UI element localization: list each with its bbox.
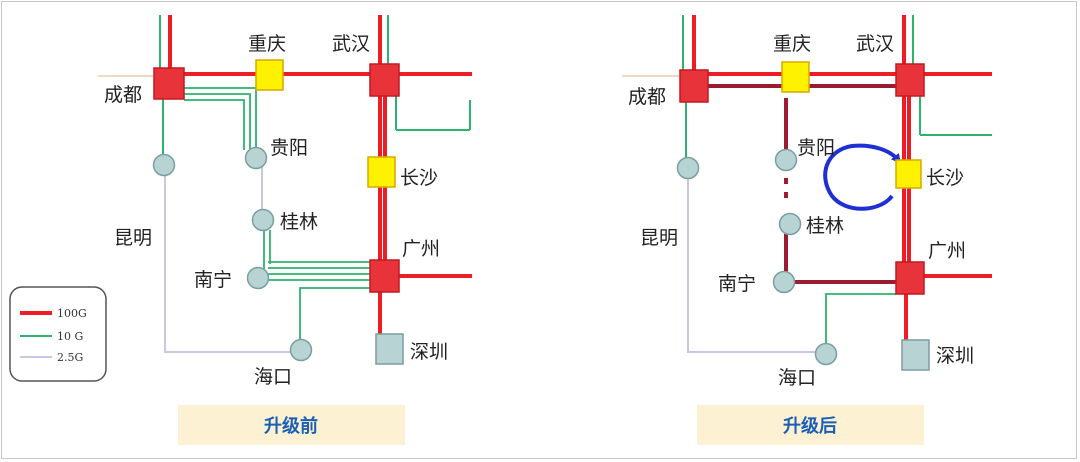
caption-after: 升级后 (783, 415, 837, 437)
legend-label-25g: 2.5G (57, 351, 83, 364)
core-node-guangzhou-after (895, 261, 925, 295)
agg-node-chongqing (255, 59, 284, 91)
access-node-shenzhen (375, 333, 404, 365)
legend: 100G 10 G 2.5G (9, 286, 107, 382)
core-node-wuhan-after (895, 63, 925, 97)
label-chongqing-after: 重庆 (773, 33, 811, 55)
label-guilin: 桂林 (280, 211, 318, 233)
label-chengdu: 成都 (104, 84, 142, 106)
reroute-loop-arrow (823, 143, 902, 211)
access-node-guiyang (244, 146, 268, 170)
access-node-shenzhen-after (901, 339, 930, 371)
agg-node-chongqing-after (781, 61, 810, 93)
core-node-wuhan (369, 63, 400, 97)
agg-node-changsha-after (895, 159, 922, 189)
core-node-chengdu-after (679, 69, 709, 103)
access-node-haikou (289, 338, 313, 362)
access-node-kunming-after (676, 156, 700, 180)
caption-before: 升级前 (264, 415, 318, 437)
label-guangzhou-after: 广州 (928, 240, 966, 262)
label-haikou: 海口 (254, 366, 292, 388)
before-diagram: 成都 重庆 武汉 贵阳 长沙 昆明 桂林 广州 南宁 深圳 海口 100G 10… (9, 15, 472, 445)
label-changsha-after: 长沙 (926, 167, 964, 189)
access-node-nanning (246, 266, 270, 290)
caption-before-bg (178, 405, 405, 445)
label-chongqing: 重庆 (248, 33, 286, 55)
caption-after-bg (697, 405, 924, 445)
label-guilin-after: 桂林 (806, 215, 844, 237)
label-haikou-after: 海口 (778, 367, 816, 389)
label-kunming: 昆明 (114, 227, 152, 249)
label-shenzhen-after: 深圳 (936, 345, 974, 367)
access-node-nanning-after (772, 270, 796, 294)
access-node-guilin-after (778, 212, 802, 236)
label-wuhan-after: 武汉 (856, 33, 894, 55)
label-guiyang-after: 贵阳 (797, 137, 835, 159)
access-node-guilin (251, 208, 275, 232)
access-node-haikou-after (814, 342, 838, 366)
agg-node-changsha (367, 156, 396, 188)
legend-label-100g: 100G (57, 307, 87, 320)
label-chengdu-after: 成都 (628, 86, 666, 108)
after-diagram: 成都 重庆 武汉 贵阳 长沙 昆明 桂林 广州 南宁 深圳 海口 升级后 (622, 15, 992, 445)
label-shenzhen: 深圳 (410, 341, 448, 363)
label-guiyang: 贵阳 (270, 137, 308, 159)
legend-label-10g: 10 G (57, 330, 83, 343)
core-node-chengdu (153, 67, 185, 100)
access-node-guiyang-after (774, 148, 798, 172)
label-changsha: 长沙 (400, 167, 438, 189)
label-wuhan: 武汉 (332, 33, 370, 55)
core-node-guangzhou (369, 259, 400, 293)
label-nanning: 南宁 (194, 269, 232, 291)
access-node-kunming (152, 153, 176, 177)
label-nanning-after: 南宁 (718, 273, 756, 295)
label-guangzhou: 广州 (402, 238, 440, 260)
label-kunming-after: 昆明 (640, 227, 678, 249)
